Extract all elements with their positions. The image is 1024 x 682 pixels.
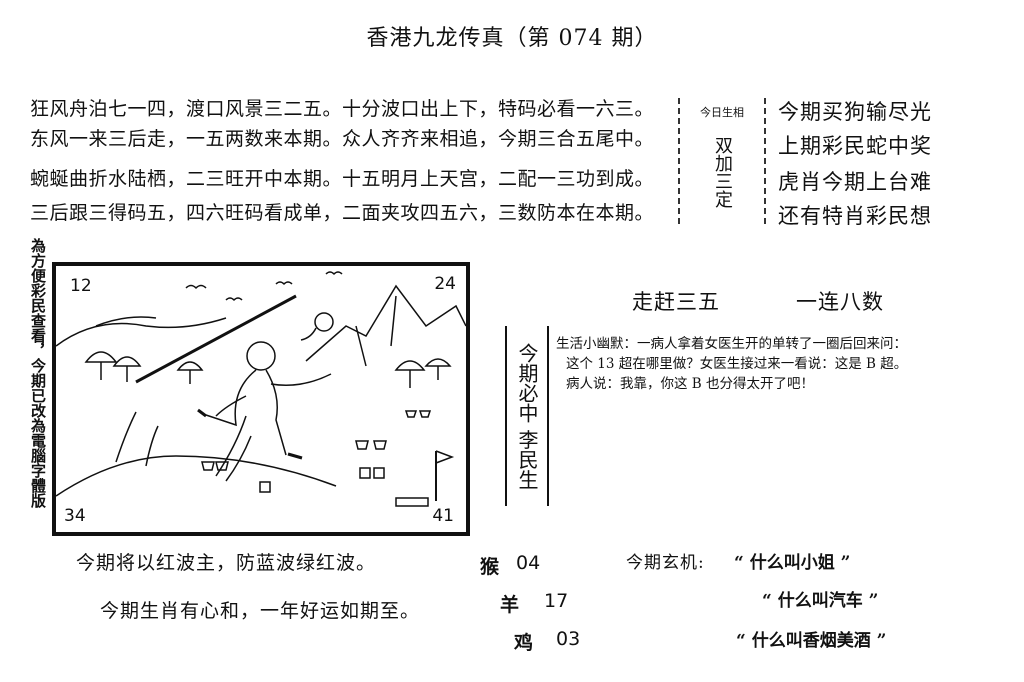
page-title: 香港九龙传真（第 074 期） <box>366 26 658 51</box>
corner-number-bottom-right: 41 <box>432 506 454 526</box>
poem-line-3: 蜿蜒曲折水陆栖，二三旺开中本期。十五明月上天宫，二配一三功到成。 <box>30 168 655 190</box>
xuanji-line-1: “ 什么叫小姐 ” <box>734 553 851 573</box>
humor-line-2: 这个 13 超在哪里做？女医生接过来一看说：这是 B 超。 <box>566 356 908 372</box>
xuanji-line-3: “ 什么叫香烟美酒 ” <box>736 631 887 651</box>
humor-section: 生活小幽默：一病人拿着女医生开的单转了一圈后回来问： 这个 13 超在哪里做？女… <box>556 334 1006 394</box>
humor-line-3: 病人说：我靠，你这 B 也分得太开了吧！ <box>566 376 815 392</box>
poem-line-4: 三后跟三得码五，四六旺码看成单，二面夹攻四五六，三数防本在本期。 <box>30 202 655 224</box>
side-line-3: 虎肖今期上台难 <box>778 170 932 194</box>
headline-left: 走赶三五 <box>632 290 720 314</box>
zodiac-number-2: 17 <box>544 590 569 612</box>
font-notice-vertical: 為方便彩民查看，今期已改為電腦字體版 <box>29 238 47 508</box>
poem-line-1: 狂风舟泊七一四，渡口风景三二五。十分波口出上下，特码必看一六三。 <box>30 98 655 120</box>
illustration-panel: 12 24 34 41 <box>52 262 470 536</box>
landscape-illustration <box>56 271 466 507</box>
xuanji-label: 今期玄机: <box>626 553 705 573</box>
corner-number-top-right: 24 <box>434 274 456 294</box>
zodiac-animal-2: 羊 <box>500 594 520 616</box>
must-win-text: 今期必中 李民生 <box>515 342 539 490</box>
bottom-line-2: 今期生肖有心和，一年好运如期至。 <box>100 600 421 622</box>
zodiac-number-1: 04 <box>516 552 541 574</box>
bottom-line-1: 今期将以红波主，防蓝波绿红波。 <box>76 552 377 574</box>
corner-number-top-left: 12 <box>70 276 92 296</box>
must-win-box: 今期必中 李民生 <box>505 326 549 506</box>
poem-line-2: 东风一来三后走，一五两数来本期。众人齐齐来相追，今期三合五尾中。 <box>30 128 655 150</box>
daily-zodiac-header: 今日生相 <box>700 106 744 119</box>
daily-zodiac-text: 双加三定 <box>712 136 733 208</box>
corner-number-bottom-left: 34 <box>64 506 86 526</box>
daily-zodiac-box: 今日生相 双加三定 <box>678 98 766 224</box>
zodiac-number-3: 03 <box>556 628 581 650</box>
zodiac-animal-3: 鸡 <box>514 632 534 654</box>
side-line-1: 今期买狗输尽光 <box>778 100 932 124</box>
zodiac-animal-1: 猴 <box>480 556 500 578</box>
headline-right: 一连八数 <box>796 290 884 314</box>
side-line-2: 上期彩民蛇中奖 <box>778 134 932 158</box>
side-line-4: 还有特肖彩民想 <box>778 204 932 228</box>
humor-line-1: 生活小幽默：一病人拿着女医生开的单转了一圈后回来问： <box>556 336 907 352</box>
xuanji-line-2: “ 什么叫汽车 ” <box>762 591 879 611</box>
